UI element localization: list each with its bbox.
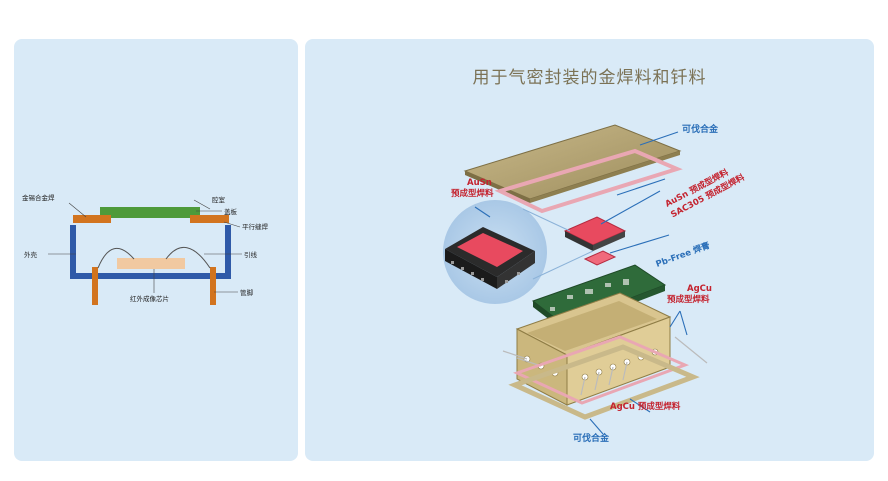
diagram-title: 用于气密封装的金焊料和钎料 (472, 68, 707, 88)
pin-right (210, 267, 216, 305)
kovar-bottom-label: 可伐合金 (573, 432, 610, 444)
pbfree-label: Pb-Free 焊膏 (654, 240, 712, 270)
cavity-label: 腔室 (212, 195, 226, 204)
agcu-preform-frame (513, 335, 690, 405)
pin-label: 管脚 (240, 288, 254, 297)
sac305-component (583, 250, 617, 266)
solder-label: 金锡合金焊 (22, 193, 55, 202)
ausn-left-label: AuSn 预成型焊料 (451, 178, 495, 199)
kovar-top-label: 可伐合金 (682, 123, 719, 135)
lead-label: 引线 (244, 250, 258, 259)
solder-left (73, 215, 111, 223)
housing-label: 外壳 (24, 250, 38, 259)
agcu-bottom-label: AgCu 预成型焊料 (610, 401, 681, 412)
ausn-preform-frame (494, 148, 683, 214)
lid-label: 盖板 (224, 207, 238, 216)
chip-label: 红外成像芯片 (130, 294, 169, 303)
pin-left (92, 267, 98, 305)
lead-wire-left (97, 248, 135, 269)
seam-weld-label: 平行缝焊 (242, 222, 269, 231)
chip (117, 258, 185, 269)
right-panel: 用于气密封装的金焊料和钎料 (305, 39, 874, 461)
exploded-package-diagram: 可伐合金 AuSn 预成型焊料 AuSn 预成型焊料 SAC305 预成型焊料 … (443, 123, 747, 444)
solder-right (190, 215, 229, 223)
left-panel: 金锡合金焊 腔室 盖板 平行缝焊 外壳 引线 红外成像芯片 管脚 (14, 39, 298, 461)
housing (70, 225, 231, 279)
agcu-right-label: AgCu 预成型焊料 (667, 284, 715, 305)
lead-wire-right (165, 246, 211, 269)
lid (100, 207, 200, 218)
package-cross-section-diagram: 金锡合金焊 腔室 盖板 平行缝焊 外壳 引线 红外成像芯片 管脚 (22, 193, 269, 305)
kovar-frame-bottom (508, 344, 700, 420)
